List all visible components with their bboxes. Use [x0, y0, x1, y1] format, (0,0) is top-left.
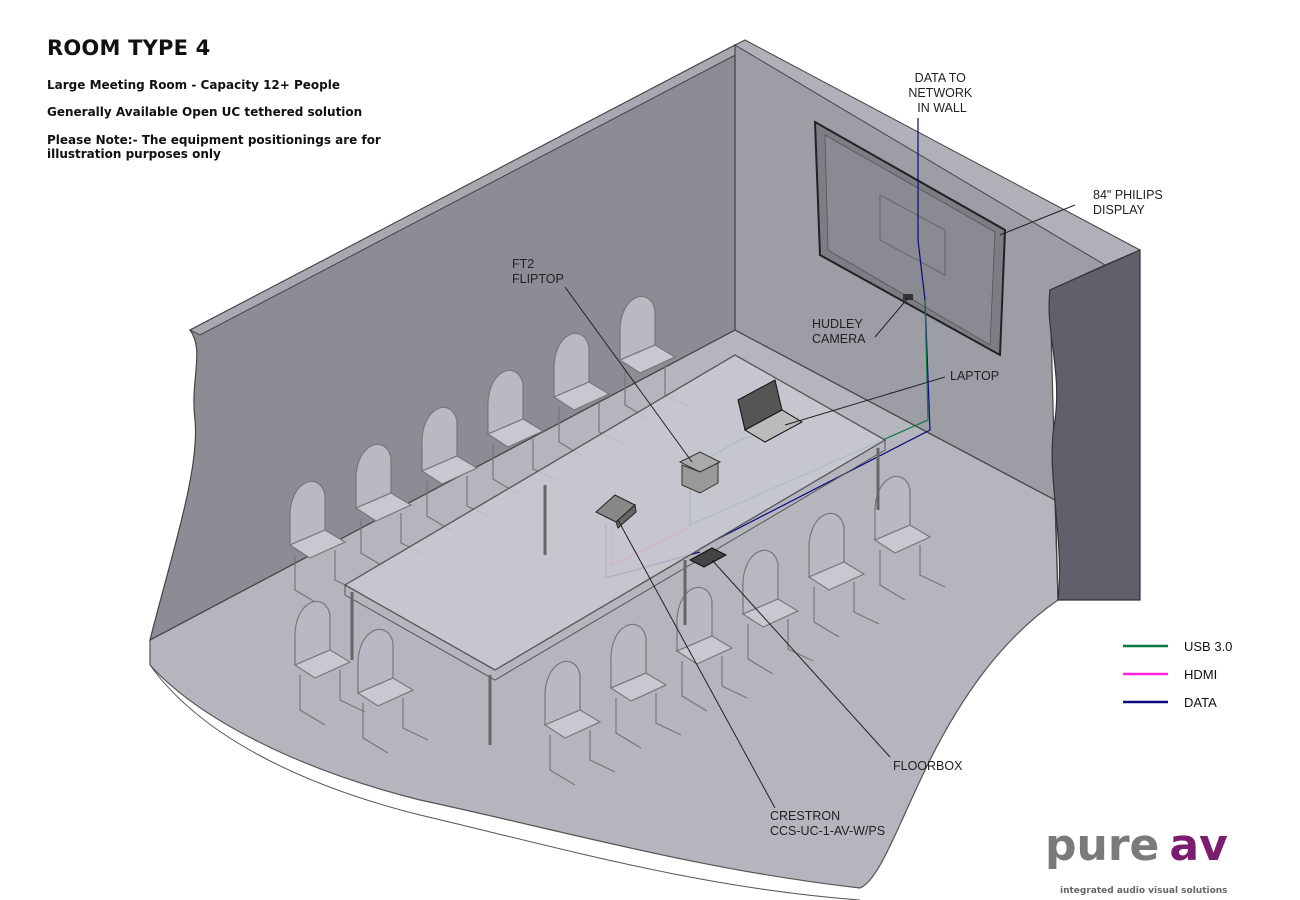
- chair: [420, 406, 493, 532]
- chair: [356, 628, 429, 754]
- legend-label-usb: USB 3.0: [1184, 639, 1232, 654]
- logo-word-pure: pure: [1045, 820, 1159, 871]
- chair: [288, 480, 361, 606]
- note-line-2: illustration purposes only: [47, 147, 221, 161]
- label-display: 84" PHILIPS DISPLAY: [1093, 188, 1166, 217]
- chair: [354, 443, 427, 569]
- label-camera: HUDLEY CAMERA: [812, 317, 866, 346]
- chair: [552, 332, 625, 458]
- logo-word-av: av: [1169, 820, 1228, 871]
- ft2-fliptop: [678, 451, 722, 494]
- right-wall-section: [1048, 249, 1141, 601]
- subtitle-solution: Generally Available Open UC tethered sol…: [47, 105, 363, 119]
- page-title: ROOM TYPE 4: [47, 36, 211, 60]
- pure-av-logo: pure av integrated audio visual solution…: [1045, 820, 1228, 896]
- chair: [293, 600, 366, 726]
- label-crestron: CRESTRON CCS-UC-1-AV-W/PS: [770, 809, 885, 838]
- logo-tagline: integrated audio visual solutions: [1060, 886, 1228, 896]
- chair: [486, 369, 559, 495]
- chair: [873, 475, 946, 601]
- crestron-touch-panel: [595, 494, 637, 529]
- laptop: [737, 379, 804, 443]
- label-fliptop: FT2 FLIPTOP: [512, 257, 564, 286]
- leader-lines: [564, 204, 1076, 809]
- chair: [618, 295, 691, 421]
- legend-label-hdmi: HDMI: [1184, 667, 1217, 682]
- label-data-to-network: DATA TO NETWORK IN WALL: [908, 71, 975, 115]
- label-floorbox: FLOORBOX: [893, 759, 963, 773]
- legend: USB 3.0 HDMI DATA: [1123, 639, 1232, 710]
- chair: [807, 512, 880, 638]
- label-laptop: LAPTOP: [950, 369, 999, 383]
- philips-display: [813, 120, 1007, 357]
- floor-edge: [149, 664, 861, 900]
- note-line-1: Please Note:- The equipment positionings…: [47, 133, 381, 147]
- chair: [543, 660, 616, 786]
- chair: [609, 623, 682, 749]
- subtitle-capacity: Large Meeting Room - Capacity 12+ People: [47, 78, 341, 92]
- chair: [741, 549, 814, 675]
- hudley-camera: [903, 294, 913, 300]
- legend-label-data: DATA: [1184, 695, 1217, 710]
- floorbox: [688, 547, 728, 568]
